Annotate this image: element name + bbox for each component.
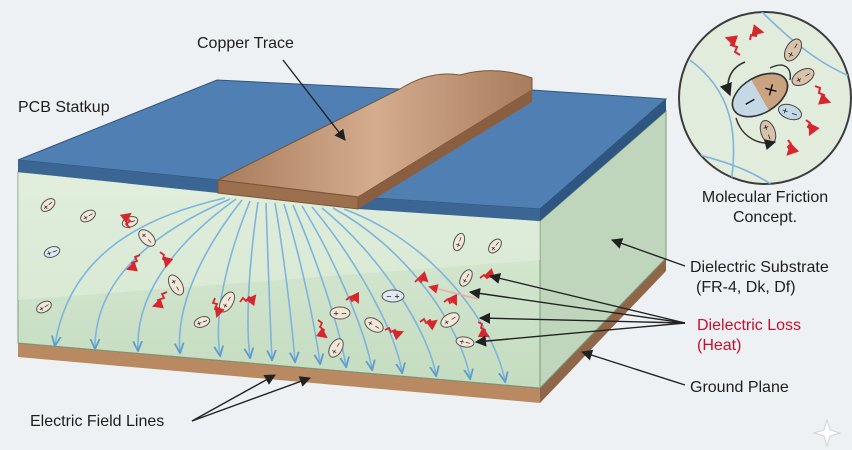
- top-copper-layer: [17, 79, 668, 221]
- dipole-molecules: +− +− +− +− +− +− +− +− +− +− +− +− −+ +…: [36, 198, 502, 358]
- svg-text:+: +: [460, 276, 470, 285]
- dielectric-substrate-pointer: [610, 238, 686, 267]
- ground-plane-label: Ground Plane: [690, 379, 789, 396]
- svg-text:+: +: [45, 249, 53, 259]
- svg-text:+: +: [41, 202, 51, 212]
- svg-text:−: −: [334, 340, 344, 349]
- svg-text:−: −: [201, 317, 209, 327]
- svg-text:+: +: [394, 293, 400, 301]
- svg-text:+: +: [330, 347, 340, 356]
- svg-text:−: −: [373, 323, 382, 333]
- copper-trace: [216, 70, 533, 210]
- loss-pointer-4: [474, 322, 686, 347]
- molecular-friction-label: Molecular Friction Concept.: [680, 188, 850, 228]
- molecular-friction-line2: Concept.: [732, 209, 798, 226]
- svg-text:−: −: [145, 236, 155, 246]
- svg-text:−: −: [802, 69, 812, 80]
- svg-text:+: +: [760, 123, 771, 132]
- electric-field-lines-label: Electric Field Lines: [30, 413, 165, 430]
- dielectric-substrate-line1: Dielectric Substrate: [690, 259, 829, 276]
- svg-text:+: +: [221, 301, 231, 310]
- loss-pointer-2: [468, 287, 686, 324]
- svg-text:−: −: [225, 294, 235, 303]
- svg-text:+: +: [785, 49, 796, 59]
- dielectric-loss-label: Dielectric Loss (Heat): [697, 316, 801, 356]
- field-lines-pointer-2: [191, 376, 312, 422]
- loss-pointer-3: [478, 312, 686, 324]
- svg-text:+: +: [333, 310, 339, 318]
- loss-pointer-1: [488, 272, 686, 324]
- svg-text:+: +: [458, 338, 465, 347]
- pink-loss-arrow: [428, 284, 479, 300]
- svg-text:+: +: [794, 74, 804, 85]
- pcb-stackup-label: PCB Statkup: [18, 99, 110, 116]
- svg-text:−: −: [129, 217, 137, 227]
- svg-text:−: −: [51, 247, 59, 257]
- svg-text:−: −: [764, 132, 775, 141]
- molecular-friction-line1: Molecular Friction: [701, 189, 829, 206]
- dielectric-loss-line2: (Heat): [697, 337, 742, 354]
- svg-text:−: −: [42, 301, 51, 311]
- dielectric-substrate-label: Dielectric Substrate (FR-4, Dk, Df): [690, 258, 829, 298]
- sparkle-icon: [812, 418, 842, 448]
- svg-text:−: −: [341, 310, 347, 318]
- svg-text:−: −: [492, 239, 502, 249]
- copper-trace-label: Copper Trace: [197, 35, 294, 52]
- svg-text:−: −: [173, 284, 183, 293]
- svg-text:+: +: [780, 105, 789, 116]
- callout-arrows: [191, 59, 686, 422]
- svg-text:−: −: [790, 41, 801, 51]
- svg-text:+: +: [366, 319, 375, 329]
- svg-text:−: −: [456, 235, 466, 243]
- svg-text:+: +: [169, 277, 179, 286]
- svg-text:−: −: [86, 210, 95, 220]
- heat-waves: [119, 212, 496, 341]
- svg-text:−: −: [790, 109, 799, 120]
- svg-text:−: −: [449, 313, 458, 323]
- svg-text:+: +: [195, 319, 203, 329]
- svg-text:+: +: [81, 213, 90, 223]
- svg-text:−: −: [463, 271, 473, 280]
- svg-text:+: +: [454, 241, 464, 249]
- molecular-friction-inset: − × +− +− +− +−: [678, 11, 852, 185]
- svg-text:+: +: [489, 244, 499, 254]
- field-lines-pointer-1: [191, 374, 276, 422]
- svg-text:+: +: [442, 317, 451, 327]
- dielectric-substrate-line2: (FR-4, Dk, Df): [696, 279, 796, 296]
- ground-plane-pointer: [580, 349, 686, 386]
- svg-text:−: −: [386, 293, 392, 301]
- copper-trace-pointer: [282, 59, 346, 141]
- svg-text:+: +: [139, 231, 149, 241]
- svg-text:−: −: [46, 198, 56, 208]
- dielectric-loss-line1: Dielectric Loss: [697, 317, 802, 334]
- svg-text:−: −: [464, 339, 471, 348]
- svg-text:+: +: [37, 304, 46, 314]
